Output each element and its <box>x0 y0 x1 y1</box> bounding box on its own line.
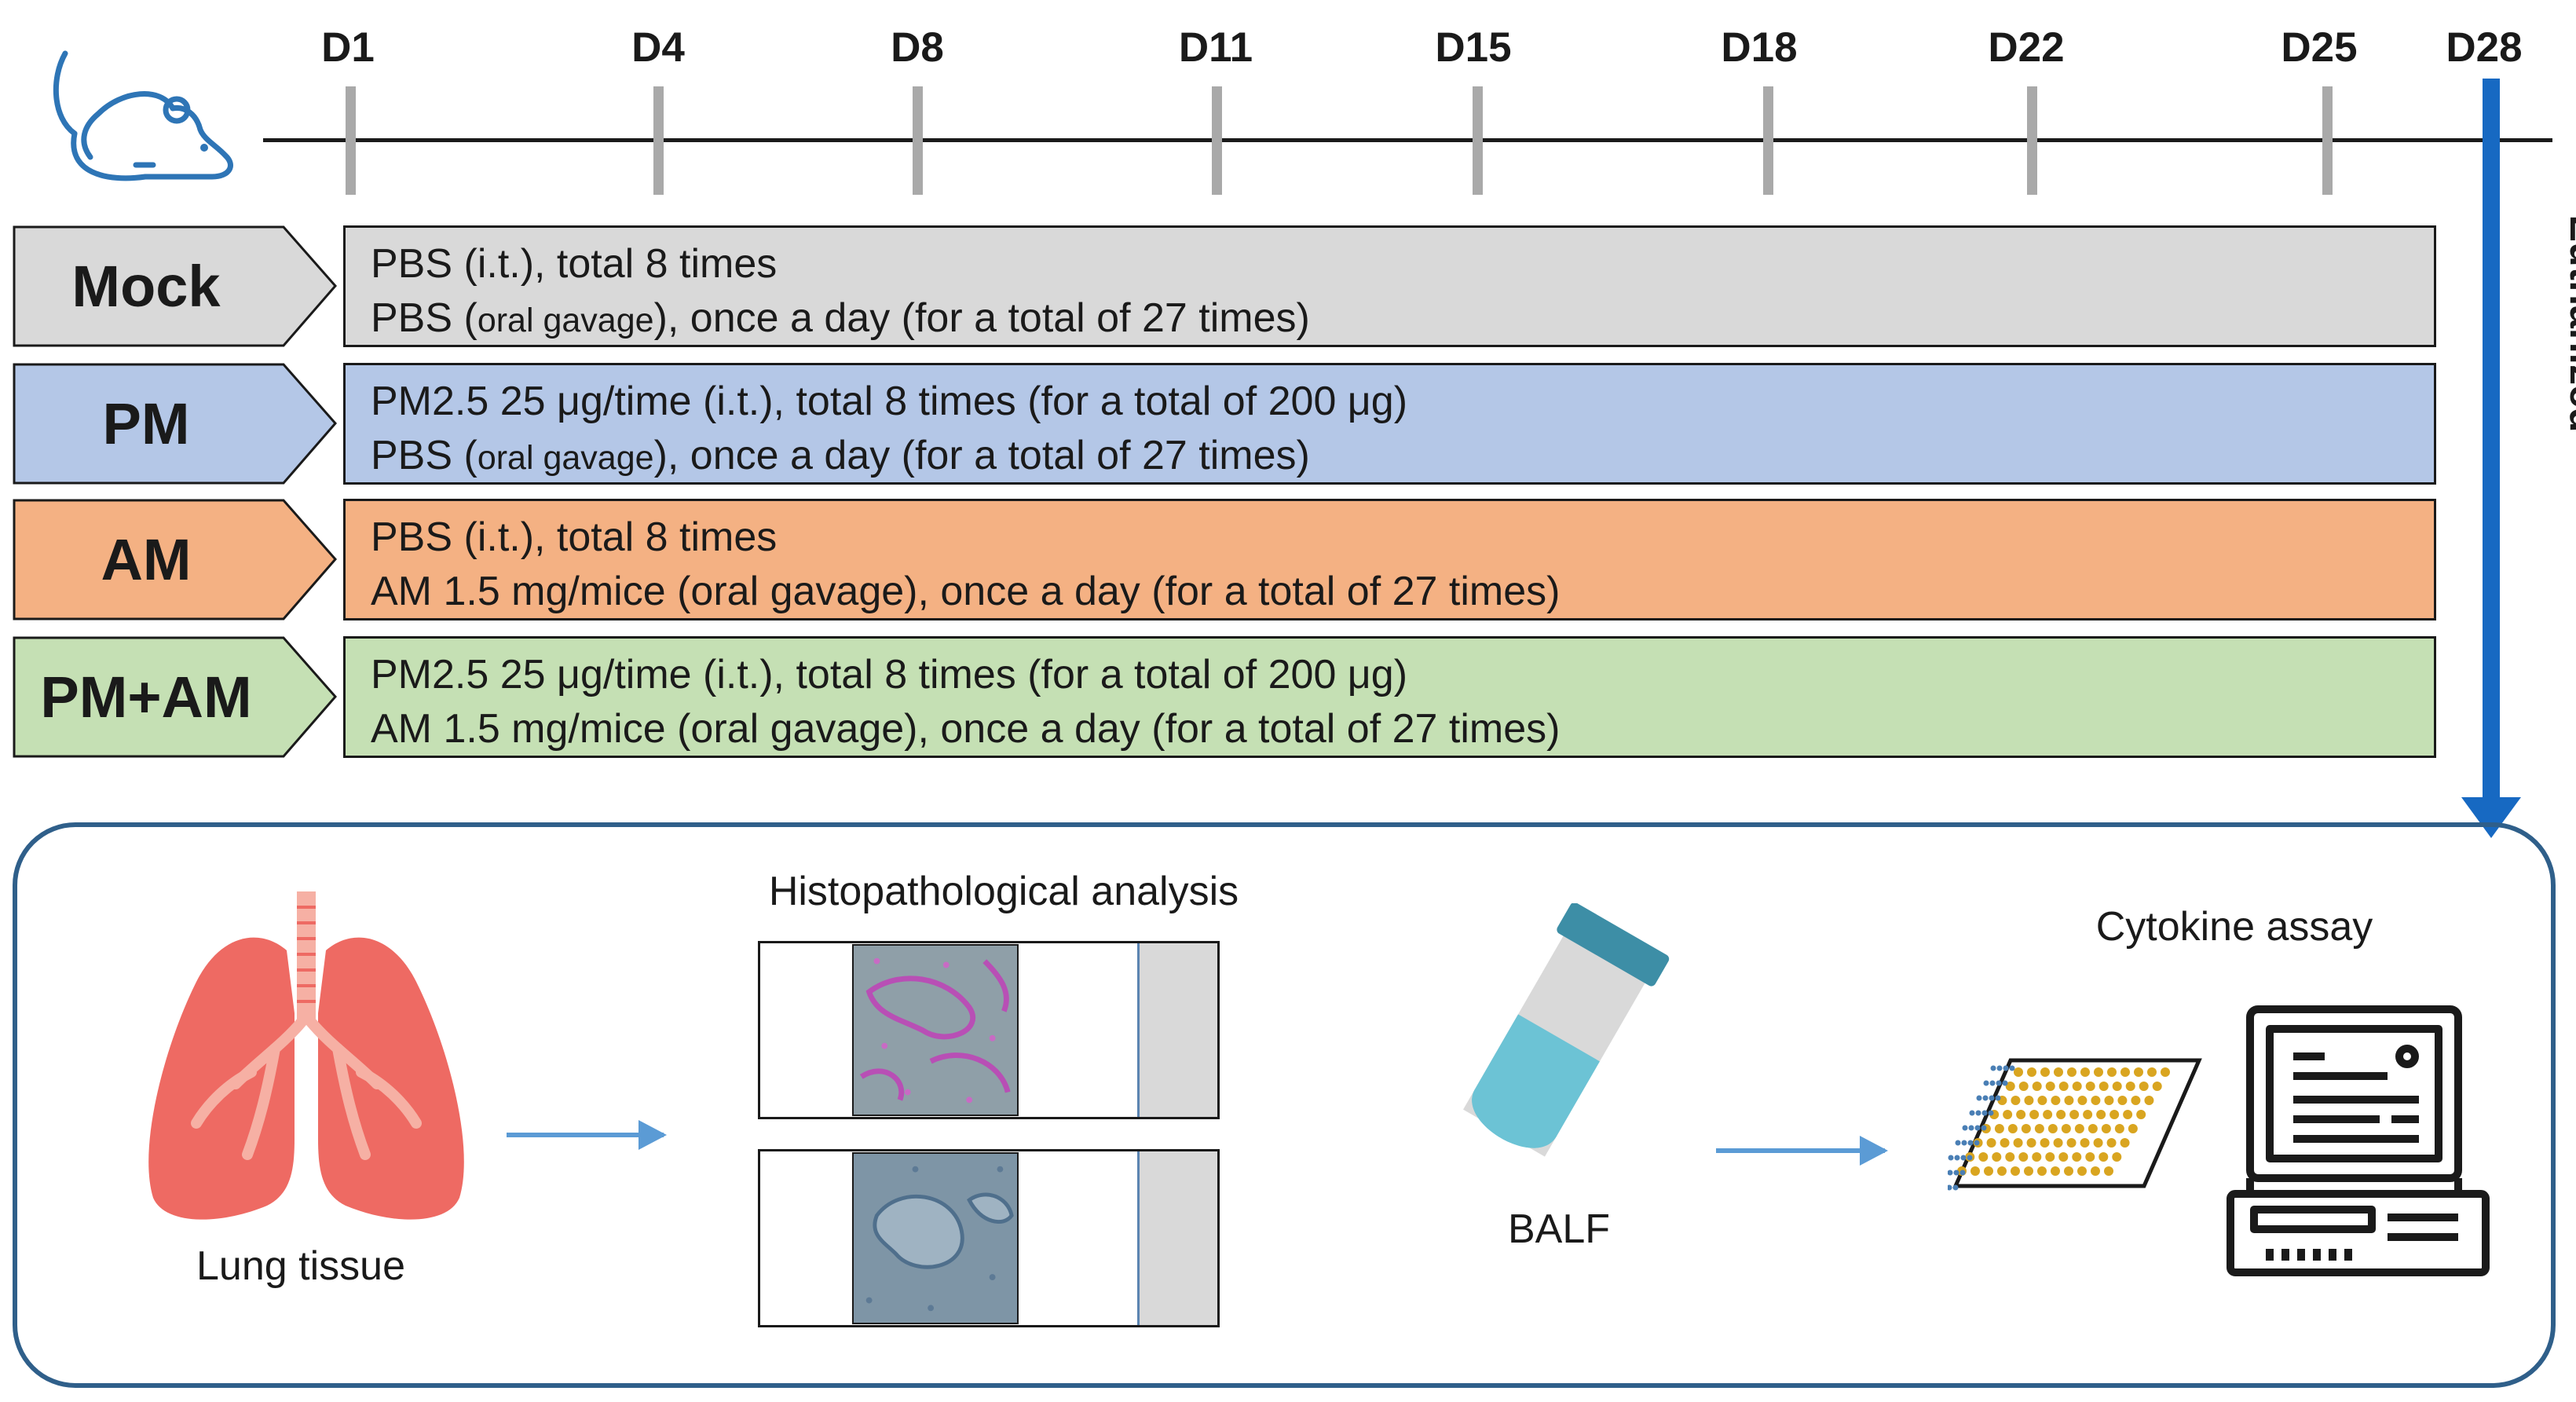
group-protocol-pm-am: PM2.5 25 μg/time (i.t.), total 8 times (… <box>343 636 2436 758</box>
arrow-right-icon <box>507 1120 667 1150</box>
group-protocol-mock: PBS (i.t.), total 8 times PBS (oral gava… <box>343 225 2436 347</box>
euthanized-label: Euthanized <box>2561 214 2576 433</box>
balf-caption: BALF <box>1507 1206 1611 1252</box>
day-label-d28: D28 <box>2446 24 2523 71</box>
protocol-line-2: PBS (oral gavage), once a day (for a tot… <box>371 295 1310 341</box>
group-chevron-pm <box>13 363 337 485</box>
group-name: PM <box>102 391 190 456</box>
slide-he-icon <box>758 941 1220 1119</box>
day-label-d4: D4 <box>631 24 685 71</box>
slide-masson-icon <box>758 1149 1220 1327</box>
cytokine-assay-caption: Cytokine assay <box>2095 904 2373 950</box>
group-name: AM <box>101 527 192 592</box>
protocol-line-1: PBS (i.t.), total 8 times <box>371 241 778 287</box>
timeline-tick <box>2027 86 2037 195</box>
timeline-tick <box>1212 86 1222 195</box>
protocol-line-1: PBS (i.t.), total 8 times <box>371 514 778 560</box>
group-name: PM+AM <box>40 664 252 730</box>
day-label-d18: D18 <box>1721 24 1798 71</box>
timeline-tick <box>913 86 923 195</box>
group-chevron-am <box>13 499 337 620</box>
lung-tissue-caption: Lung tissue <box>196 1243 405 1289</box>
computer-icon <box>2227 1005 2490 1276</box>
lung-icon <box>148 891 464 1220</box>
histopathology-caption: Histopathological analysis <box>768 869 1239 914</box>
day-label-d25: D25 <box>2281 24 2358 71</box>
day-label-d22: D22 <box>1988 24 2065 71</box>
group-label-pm: PM <box>13 363 338 485</box>
slide-label-area <box>1137 943 1217 1117</box>
day-label-d8: D8 <box>891 24 944 71</box>
timeline-tick <box>1763 86 1773 195</box>
protocol-line-2: AM 1.5 mg/mice (oral gavage), once a day… <box>371 569 1561 614</box>
group-protocol-pm: PM2.5 25 μg/time (i.t.), total 8 times (… <box>343 363 2436 485</box>
day-label-d11: D11 <box>1178 24 1253 71</box>
group-name: Mock <box>71 254 221 319</box>
analysis-panel <box>13 822 2556 1388</box>
timeline-tick <box>653 86 664 195</box>
timeline-tick <box>346 86 356 195</box>
group-label-pm-am: PM+AM <box>13 636 338 758</box>
protocol-line-2: PBS (oral gavage), once a day (for a tot… <box>371 433 1310 478</box>
euthanasia-arrow-shaft <box>2483 79 2500 805</box>
group-protocol-am: PBS (i.t.), total 8 times AM 1.5 mg/mice… <box>343 499 2436 620</box>
arrow-right-icon <box>1716 1136 1888 1166</box>
group-chevron-mock <box>13 225 337 347</box>
day-label-d1: D1 <box>321 24 375 71</box>
day-label-d15: D15 <box>1435 24 1512 71</box>
tube-icon <box>1463 903 1670 1157</box>
timeline-tick <box>2322 86 2333 195</box>
well-plate-icon <box>1948 1058 2202 1191</box>
group-label-am: AM <box>13 499 338 620</box>
protocol-line-1: PM2.5 25 μg/time (i.t.), total 8 times (… <box>371 379 1408 424</box>
group-label-mock: Mock <box>13 225 338 347</box>
timeline-tick <box>1473 86 1483 195</box>
slide-label-area <box>1137 1151 1217 1325</box>
protocol-line-2: AM 1.5 mg/mice (oral gavage), once a day… <box>371 706 1561 752</box>
group-chevron-pm-am <box>13 636 337 758</box>
mouse-icon <box>53 50 233 181</box>
protocol-line-1: PM2.5 25 μg/time (i.t.), total 8 times (… <box>371 652 1408 697</box>
timeline-axis <box>263 138 2552 142</box>
